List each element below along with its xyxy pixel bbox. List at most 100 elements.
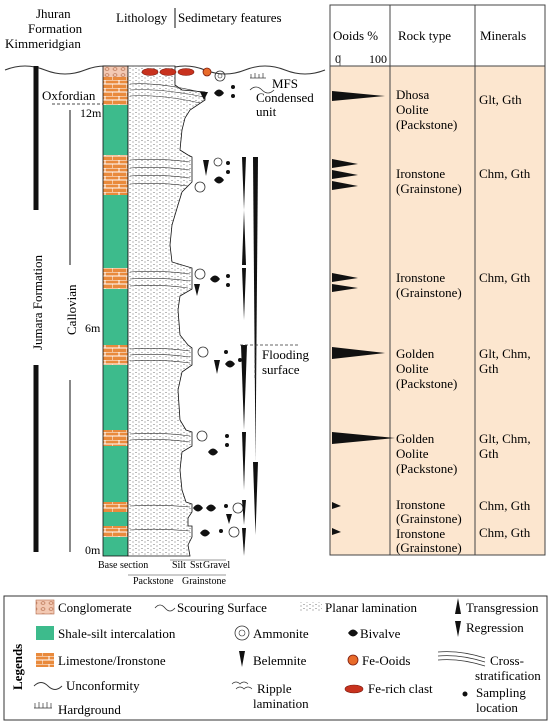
rock-type-text: (Grainstone) [396, 540, 462, 555]
hardground-icon [250, 73, 266, 79]
sampling-location-dot [231, 94, 235, 98]
flooding-label: Flooding [262, 347, 309, 362]
legend-conglomerate: Conglomerate [58, 600, 132, 615]
ammonite-icon [197, 346, 209, 358]
callovian-label: Callovian [64, 284, 79, 335]
ooids-scale-min: 0 [335, 52, 341, 66]
legend-unconformity: Unconformity [66, 678, 140, 693]
ooid-spike [332, 273, 358, 282]
depth-6m: 6m [85, 321, 101, 335]
legend-limestone: Limestone/Ironstone [58, 653, 166, 668]
sampling-location-dot [225, 434, 229, 438]
unconformity-icon [33, 682, 63, 690]
legend-ripple-l2: lamination [253, 696, 309, 711]
belemnite-icon [203, 160, 209, 176]
legend-shale: Shale-silt intercalation [58, 626, 176, 641]
rock-type-text: Golden [396, 431, 435, 446]
minerals-text: Glt, Chm, [479, 346, 531, 361]
ooid-spike [332, 159, 358, 168]
rock-type-text: (Packstone) [396, 117, 457, 132]
hardground-icon [34, 702, 52, 709]
table-outline [329, 4, 546, 556]
silt-label: Silt [172, 560, 186, 571]
limestone-bed [103, 526, 128, 537]
ammonite-icon [194, 181, 206, 193]
planar-lamination-icon [300, 602, 322, 612]
mfs-unit-label: unit [256, 104, 277, 119]
ooid-spike [332, 432, 395, 444]
cross-stratification-icon [437, 651, 486, 667]
mfs-label: MFS [272, 76, 298, 91]
sampling-location-dot [231, 85, 235, 89]
grainstone-axis-label: Grainstone [182, 576, 226, 587]
regression-icon [455, 621, 461, 637]
ooid-spike [332, 528, 341, 535]
belemnite-icon [226, 514, 232, 524]
mfs-condensed-label: Condensed [256, 90, 314, 105]
rock-type-text: Ironstone [396, 497, 445, 512]
rock-type-text: Ironstone [396, 526, 445, 541]
transgression-triangle [242, 268, 246, 320]
minerals-text: Glt, Gth [479, 92, 522, 107]
bivalve-icon [193, 504, 203, 512]
belemnite-icon [194, 284, 200, 296]
conglomerate-bed [103, 66, 128, 77]
transgression-icon [455, 598, 461, 614]
rock-type-text: Oolite [396, 361, 429, 376]
legend-ferich: Fe-rich clast [368, 681, 433, 696]
legend-scouring: Scouring Surface [177, 600, 267, 615]
rock-type-text: (Packstone) [396, 461, 457, 476]
lithology-header: Lithology [116, 10, 168, 25]
rock-type-text: Ironstone [396, 270, 445, 285]
sampling-location-dot [225, 443, 229, 447]
minerals-text: Chm, Gth [479, 270, 531, 285]
fe-rich-clast-icon [141, 68, 159, 76]
bivalve-icon [206, 504, 216, 512]
rock-type-text: Dhosa [396, 87, 429, 102]
ooids-header: Ooids % [333, 28, 378, 43]
limestone-bed [103, 77, 128, 105]
fe-rich-clast-icon [159, 68, 177, 76]
ammonite-icon [228, 526, 240, 538]
sampling-location-dot [226, 274, 230, 278]
ooid-spike [332, 347, 385, 359]
table-row: Ironstone (Grainstone) Chm, Gth [396, 270, 531, 300]
transgression-triangle [242, 432, 246, 490]
bivalve-icon [200, 529, 210, 537]
minerals-text: Gth [479, 446, 499, 461]
sampling-location-icon [462, 691, 468, 697]
legend-feooids: Fe-Ooids [362, 653, 410, 668]
regression-triangle [242, 210, 246, 265]
belemnite-icon [239, 651, 245, 667]
legend-regression: Regression [466, 620, 524, 635]
legend-cross-l1: Cross- [490, 653, 524, 668]
bivalve-icon [225, 360, 235, 368]
oxfordian-label: Oxfordian [42, 88, 96, 103]
sequence-triangles [241, 157, 258, 556]
gravel-label: Gravel [203, 560, 230, 571]
table-row: Ironstone (Grainstone) Chm, Gth [396, 166, 531, 196]
legend-box [3, 595, 548, 721]
table-row: Dhosa Oolite (Packstone) Glt, Gth [396, 87, 522, 132]
sampling-location-dot [219, 529, 223, 533]
ammonite-icon [234, 625, 250, 641]
bivalve-icon [214, 89, 224, 97]
legend-cross-l2: stratification [475, 668, 541, 683]
rock-type-text: (Grainstone) [396, 511, 462, 526]
mfs-wavy-line [249, 86, 275, 94]
rock-type-text: (Grainstone) [396, 181, 462, 196]
ooids-scale-max: 100 [369, 52, 387, 66]
bed-features [193, 157, 244, 538]
legend-sampling-l1: Sampling [476, 685, 526, 700]
depth-12m: 12m [80, 106, 102, 120]
legend-hardground: Hardground [58, 702, 121, 717]
table-row: Golden Oolite (Packstone) Glt, Chm, Gth [396, 346, 531, 391]
ooid-spike [332, 502, 341, 509]
table-row: Ironstone (Grainstone) Chm, Gth [396, 497, 531, 526]
table-row: Golden Oolite (Packstone) Glt, Chm, Gth [396, 431, 531, 476]
transgression-triangle [242, 500, 246, 525]
limestone-bed [103, 345, 128, 365]
ammonite-icon [213, 157, 223, 167]
legend-planar: Planar lamination [325, 600, 418, 615]
